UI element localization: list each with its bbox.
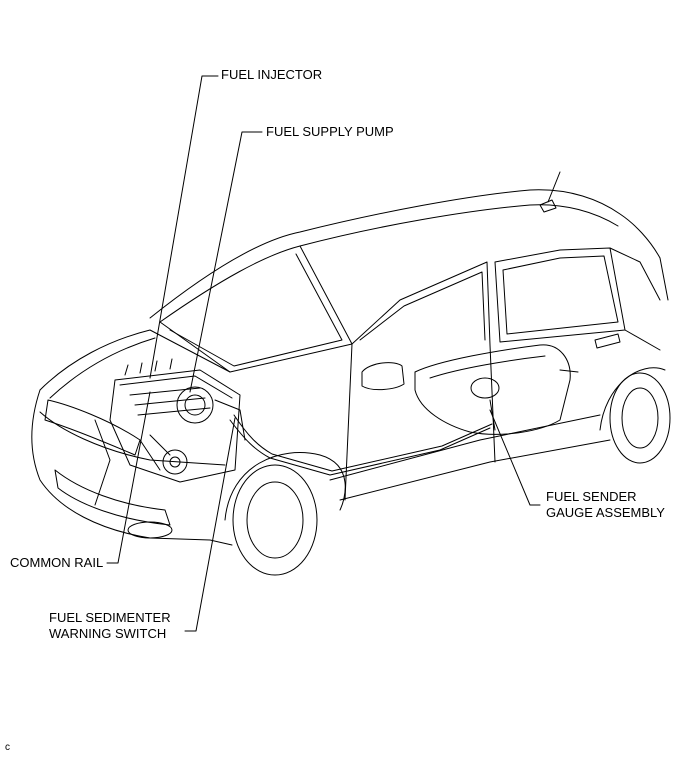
label-fuel-sender-line1: FUEL SENDER [546, 489, 637, 504]
label-fuel-supply-pump: FUEL SUPPLY PUMP [266, 124, 394, 139]
fuel-lines [229, 414, 493, 476]
rear-wheel [599, 367, 671, 464]
label-sedimenter-line2: WARNING SWITCH [49, 626, 167, 641]
front-wheel [224, 452, 346, 576]
engine-assembly [109, 358, 246, 483]
car-body [31, 171, 669, 546]
leader-lines [106, 75, 541, 632]
figure-code: c [5, 742, 10, 753]
label-fuel-sender-line2: GAUGE ASSEMBLY [546, 505, 665, 520]
label-sedimenter-line1: FUEL SEDIMENTER [49, 610, 171, 625]
fuel-tank [414, 344, 579, 435]
label-common-rail: COMMON RAIL [10, 555, 104, 570]
label-fuel-injector: FUEL INJECTOR [221, 67, 323, 82]
